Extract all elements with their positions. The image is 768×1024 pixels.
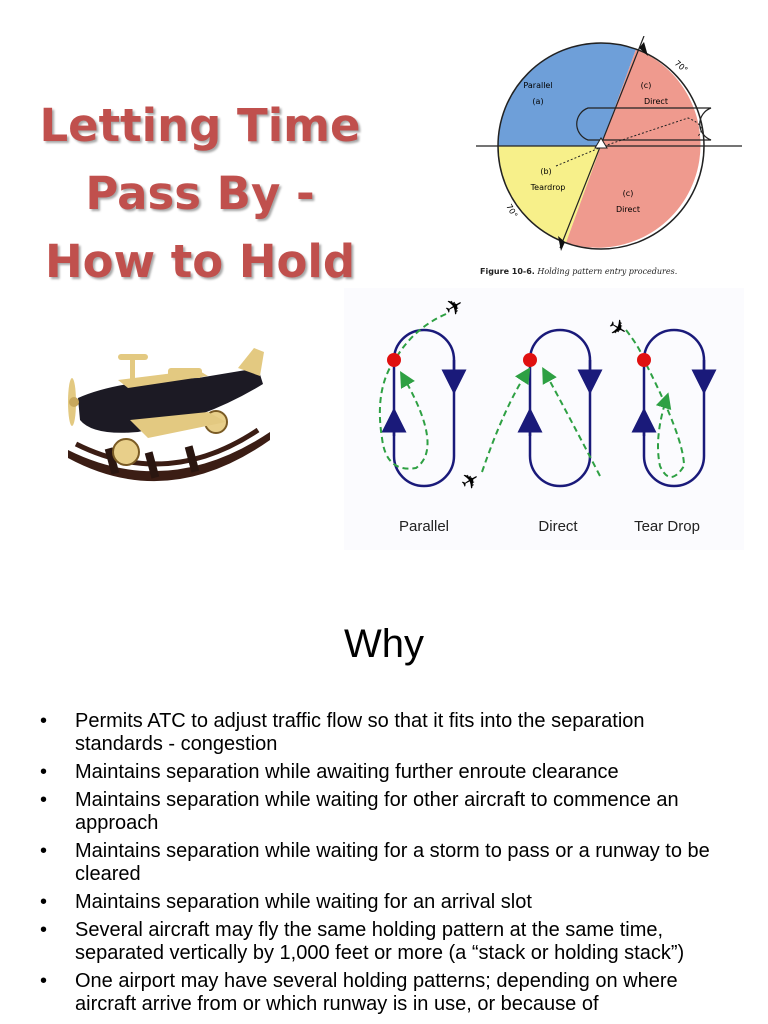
list-item: Maintains separation while waiting for a… [40,840,730,886]
parallel-sector [498,43,636,146]
list-item: One airport may have several holding pat… [40,970,730,1016]
direct-top-label: Direct [644,97,668,106]
teardrop-entry-pattern: ✈ Tear Drop [603,314,717,535]
figure-caption-label: Figure 10-6. [480,267,535,276]
direct-sector [566,49,701,248]
fix-triangle [594,137,608,149]
holding-entry-sectors-diagram: Parallel (a) (c) Direct (b) Teardrop (c)… [476,36,742,251]
parallel-entry-pattern: ✈ Parallel [378,292,469,535]
list-item: Several aircraft may fly the same holdin… [40,919,730,965]
airplane-icon: ✈ [457,466,485,497]
teardrop-label: Teardrop [530,183,566,192]
list-item: Maintains separation while waiting for o… [40,789,730,835]
title-line-3: How to Hold [44,235,356,288]
direct-bottom-label: Direct [616,205,640,214]
airplane-icon: ✈ [603,314,631,345]
racetrack-outline [576,107,712,141]
angle-top-label: 70° [673,59,690,75]
teardrop-sector [498,146,601,243]
list-item: Maintains separation while waiting for a… [40,891,730,914]
parallel-label: Parallel [523,81,552,90]
figure-caption: Figure 10-6. Holding pattern entry proce… [480,267,677,276]
direct-label: Direct [538,518,578,535]
slide-title: Letting Time Pass By - How to Hold [30,92,370,296]
section-heading: Why [344,622,424,666]
airplane-icon: ✈ [441,292,469,323]
list-item: Maintains separation while awaiting furt… [40,761,730,784]
holding-entries-diagram: ✈ Parallel ✈ Direct ✈ Tear Drop [344,288,744,550]
title-line-1: Letting Time [39,99,361,152]
title-line-2: Pass By - [85,167,315,220]
parallel-letter: (a) [532,97,543,106]
figure-caption-text: Holding pattern entry procedures. [537,267,678,276]
direct-bottom-letter: (c) [623,189,634,198]
teardrop-label: Tear Drop [634,518,700,535]
list-item: Permits ATC to adjust traffic flow so th… [40,710,730,756]
direct-top-letter: (c) [641,81,652,90]
parallel-label: Parallel [399,518,449,535]
rocking-airplane-toy-image [68,348,270,482]
teardrop-letter: (b) [540,167,551,176]
bullet-list: Permits ATC to adjust traffic flow so th… [40,710,730,1021]
direct-entry-pattern: ✈ Direct [457,328,603,535]
